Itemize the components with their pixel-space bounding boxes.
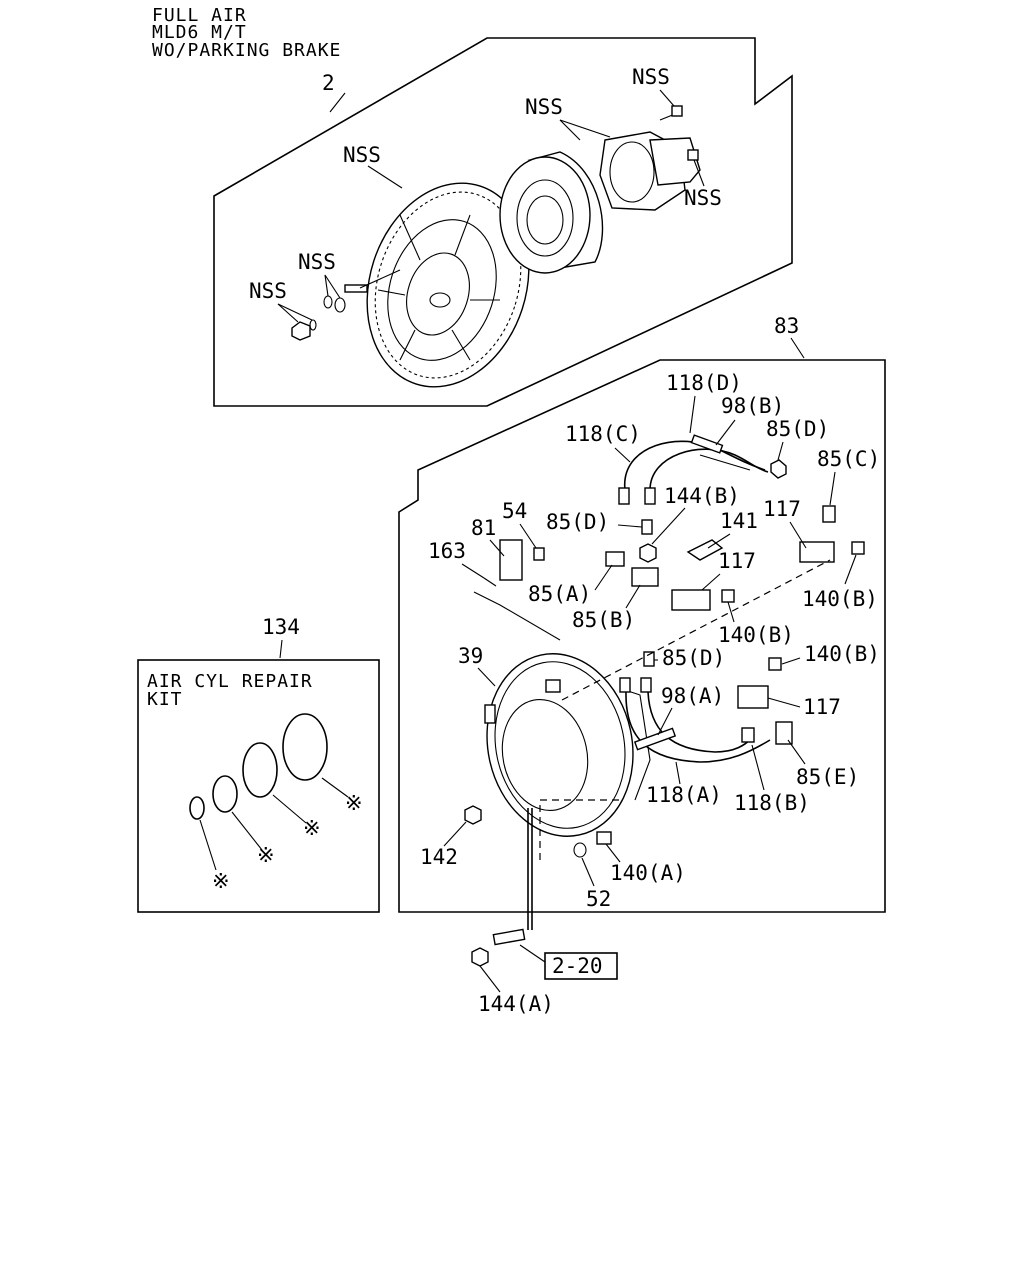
callout-nss-gear: NSS [343, 143, 381, 167]
upper-hoses [618, 434, 769, 505]
callout-nss-nut: NSS [249, 279, 287, 303]
callout-118c: 118(C) [565, 422, 641, 446]
callout-83: 83 [774, 314, 799, 338]
reference-label[interactable]: 2-20 [552, 954, 603, 978]
callout-140b-low: 140(B) [804, 642, 880, 666]
kit-mark-4: ※ [345, 791, 363, 815]
callout-85a: 85(A) [528, 582, 591, 606]
diagram-header: FULL AIR MLD6 M/T WO/PARKING BRAKE [152, 5, 341, 61]
callout-54: 54 [502, 499, 527, 523]
lower-hoses [625, 691, 771, 763]
callout-85d-low: 85(D) [662, 646, 725, 670]
gear-wheel [366, 182, 530, 388]
repair-kit-title-1: AIR CYL REPAIR [147, 671, 313, 692]
callout-85d-mid: 85(D) [546, 510, 609, 534]
callout-117-top: 117 [763, 497, 801, 521]
main-callouts: 85(D) 85(C) 144(B) 54 85(D) 81 141 117 1… [420, 417, 880, 1016]
callout-nss-top: NSS [632, 65, 670, 89]
callout-144b: 144(B) [664, 484, 740, 508]
callout-98a: 98(A) [661, 684, 724, 708]
kit-marks: ※ ※ ※ ※ [212, 791, 363, 893]
callout-85e: 85(E) [796, 765, 859, 789]
kit-mark-3: ※ [303, 816, 321, 840]
repair-kit-title-2: KIT [147, 689, 183, 710]
callout-117-mid: 117 [718, 549, 756, 573]
main-assembly-frame [398, 337, 886, 913]
callout-142: 142 [420, 845, 458, 869]
callout-85c: 85(C) [817, 447, 880, 471]
nss-callouts: NSS NSS NSS NSS NSS NSS [249, 65, 722, 323]
fittings [464, 459, 865, 967]
callout-118a: 118(A) [646, 783, 722, 807]
callout-134: 134 [262, 615, 300, 639]
kit-mark-2: ※ [257, 843, 275, 867]
callout-140b-mid: 140(B) [718, 623, 794, 647]
header-line-2: MLD6 M/T [152, 22, 247, 43]
header-line-3: WO/PARKING BRAKE [152, 40, 341, 61]
callout-163: 163 [428, 539, 466, 563]
callout-140b-right: 140(B) [802, 587, 878, 611]
callout-2: 2 [322, 71, 335, 95]
callout-117-low: 117 [803, 695, 841, 719]
callout-nss-drum: NSS [525, 95, 563, 119]
header-line-1: FULL AIR [152, 5, 247, 26]
reference-box[interactable]: 2-20 [519, 944, 618, 980]
callout-141: 141 [720, 509, 758, 533]
o-rings [189, 713, 349, 871]
callout-118b: 118(B) [734, 791, 810, 815]
callout-nss-washer: NSS [298, 250, 336, 274]
callout-81: 81 [471, 516, 496, 540]
dashed-leaders [539, 559, 831, 860]
upper-assembly-frame [213, 37, 793, 407]
callout-144a: 144(A) [478, 992, 554, 1016]
callout-52: 52 [586, 887, 611, 911]
callout-98b: 98(B) [721, 394, 784, 418]
brake-drum [499, 151, 604, 274]
air-chamber [599, 105, 701, 211]
backing-plate [484, 653, 651, 837]
callout-85b: 85(B) [572, 608, 635, 632]
callout-85d-top: 85(D) [766, 417, 829, 441]
callout-140a: 140(A) [610, 861, 686, 885]
callout-nss-right: NSS [684, 186, 722, 210]
kit-mark-1: ※ [212, 869, 230, 893]
callout-39: 39 [458, 644, 483, 668]
repair-kit-frame [137, 639, 380, 913]
callout-118d: 118(D) [666, 371, 742, 395]
